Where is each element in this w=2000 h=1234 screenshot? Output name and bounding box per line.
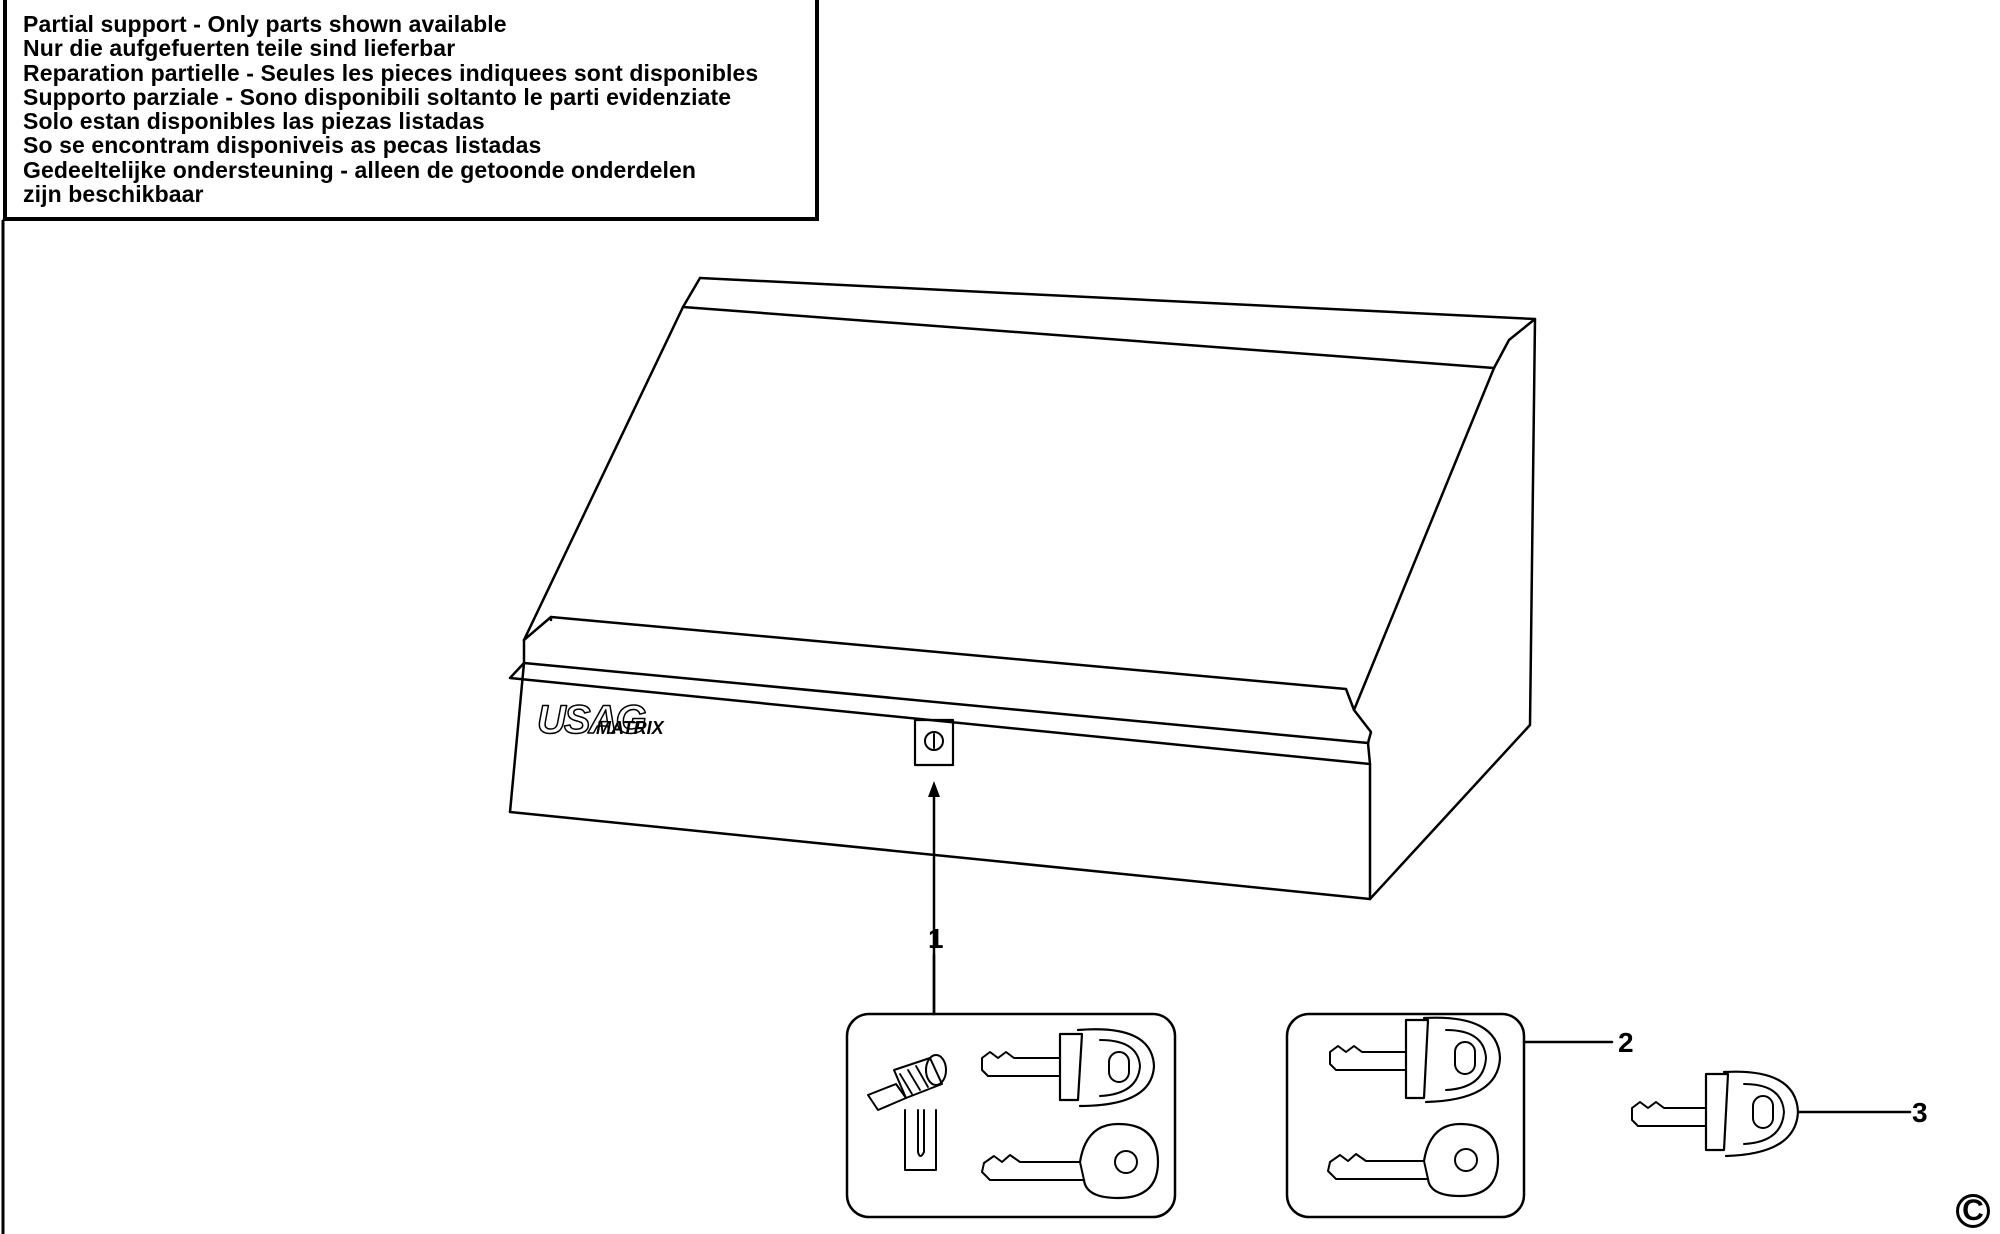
callout-label-2: 2	[1618, 1027, 1634, 1058]
notice-line-it: Supporto parziale - Sono disponibili sol…	[23, 83, 732, 110]
lock-keyhole	[924, 731, 944, 751]
notice-line-de: Nur die aufgefuerten teile sind lieferba…	[23, 35, 456, 62]
lid-back-outline	[698, 276, 1537, 745]
part-3-single-key	[1631, 1070, 1800, 1158]
notice-line-nl-cont: zijn beschikbaar	[23, 181, 204, 208]
right-side-back-edge	[1368, 317, 1537, 901]
part-1-frame	[845, 1012, 1177, 1219]
brand-logo: USAG	[537, 698, 645, 742]
notice-line-es: Solo estan disponibles las piezas listad…	[23, 108, 485, 135]
copyright-mark: C	[1956, 1194, 1990, 1228]
tool-box-drawing: USAG MATRIX	[508, 276, 1537, 901]
lid-left-edge	[522, 305, 685, 642]
part-1-lock-kit	[845, 1012, 1177, 1219]
notice-line-nl: Gedeeltelijke ondersteuning - alleen de …	[23, 156, 697, 183]
notice-line-pt: So se encontram disponiveis as pecas lis…	[23, 132, 542, 159]
retaining-clip-icon	[904, 1109, 937, 1171]
folding-key-icon-2	[1329, 1016, 1502, 1104]
folding-key-icon	[981, 1028, 1156, 1108]
drawer-corner	[1366, 741, 1372, 766]
round-key-icon-2	[1327, 1122, 1500, 1198]
front-lip-top	[522, 615, 1356, 712]
callout-leader-1	[928, 781, 940, 1016]
lock-plate	[913, 718, 955, 767]
part-2-key-set	[1285, 1012, 1526, 1219]
model-logo: MATRIX	[596, 718, 665, 738]
drawer-front	[508, 661, 1372, 901]
callout-label-1: 1	[928, 923, 944, 954]
lock-cylinder-icon	[867, 1054, 947, 1111]
lid-top-rail	[681, 276, 1496, 370]
round-key-icon	[981, 1122, 1160, 1200]
notice-line-en: Partial support - Only parts shown avail…	[23, 11, 507, 37]
availability-notice-box: Partial support - Only parts shown avail…	[3, 0, 819, 221]
callout-label-3: 3	[1912, 1097, 1928, 1128]
notice-line-fr: Reparation partielle - Seules les pieces…	[23, 59, 759, 86]
part-2-frame	[1285, 1012, 1526, 1219]
